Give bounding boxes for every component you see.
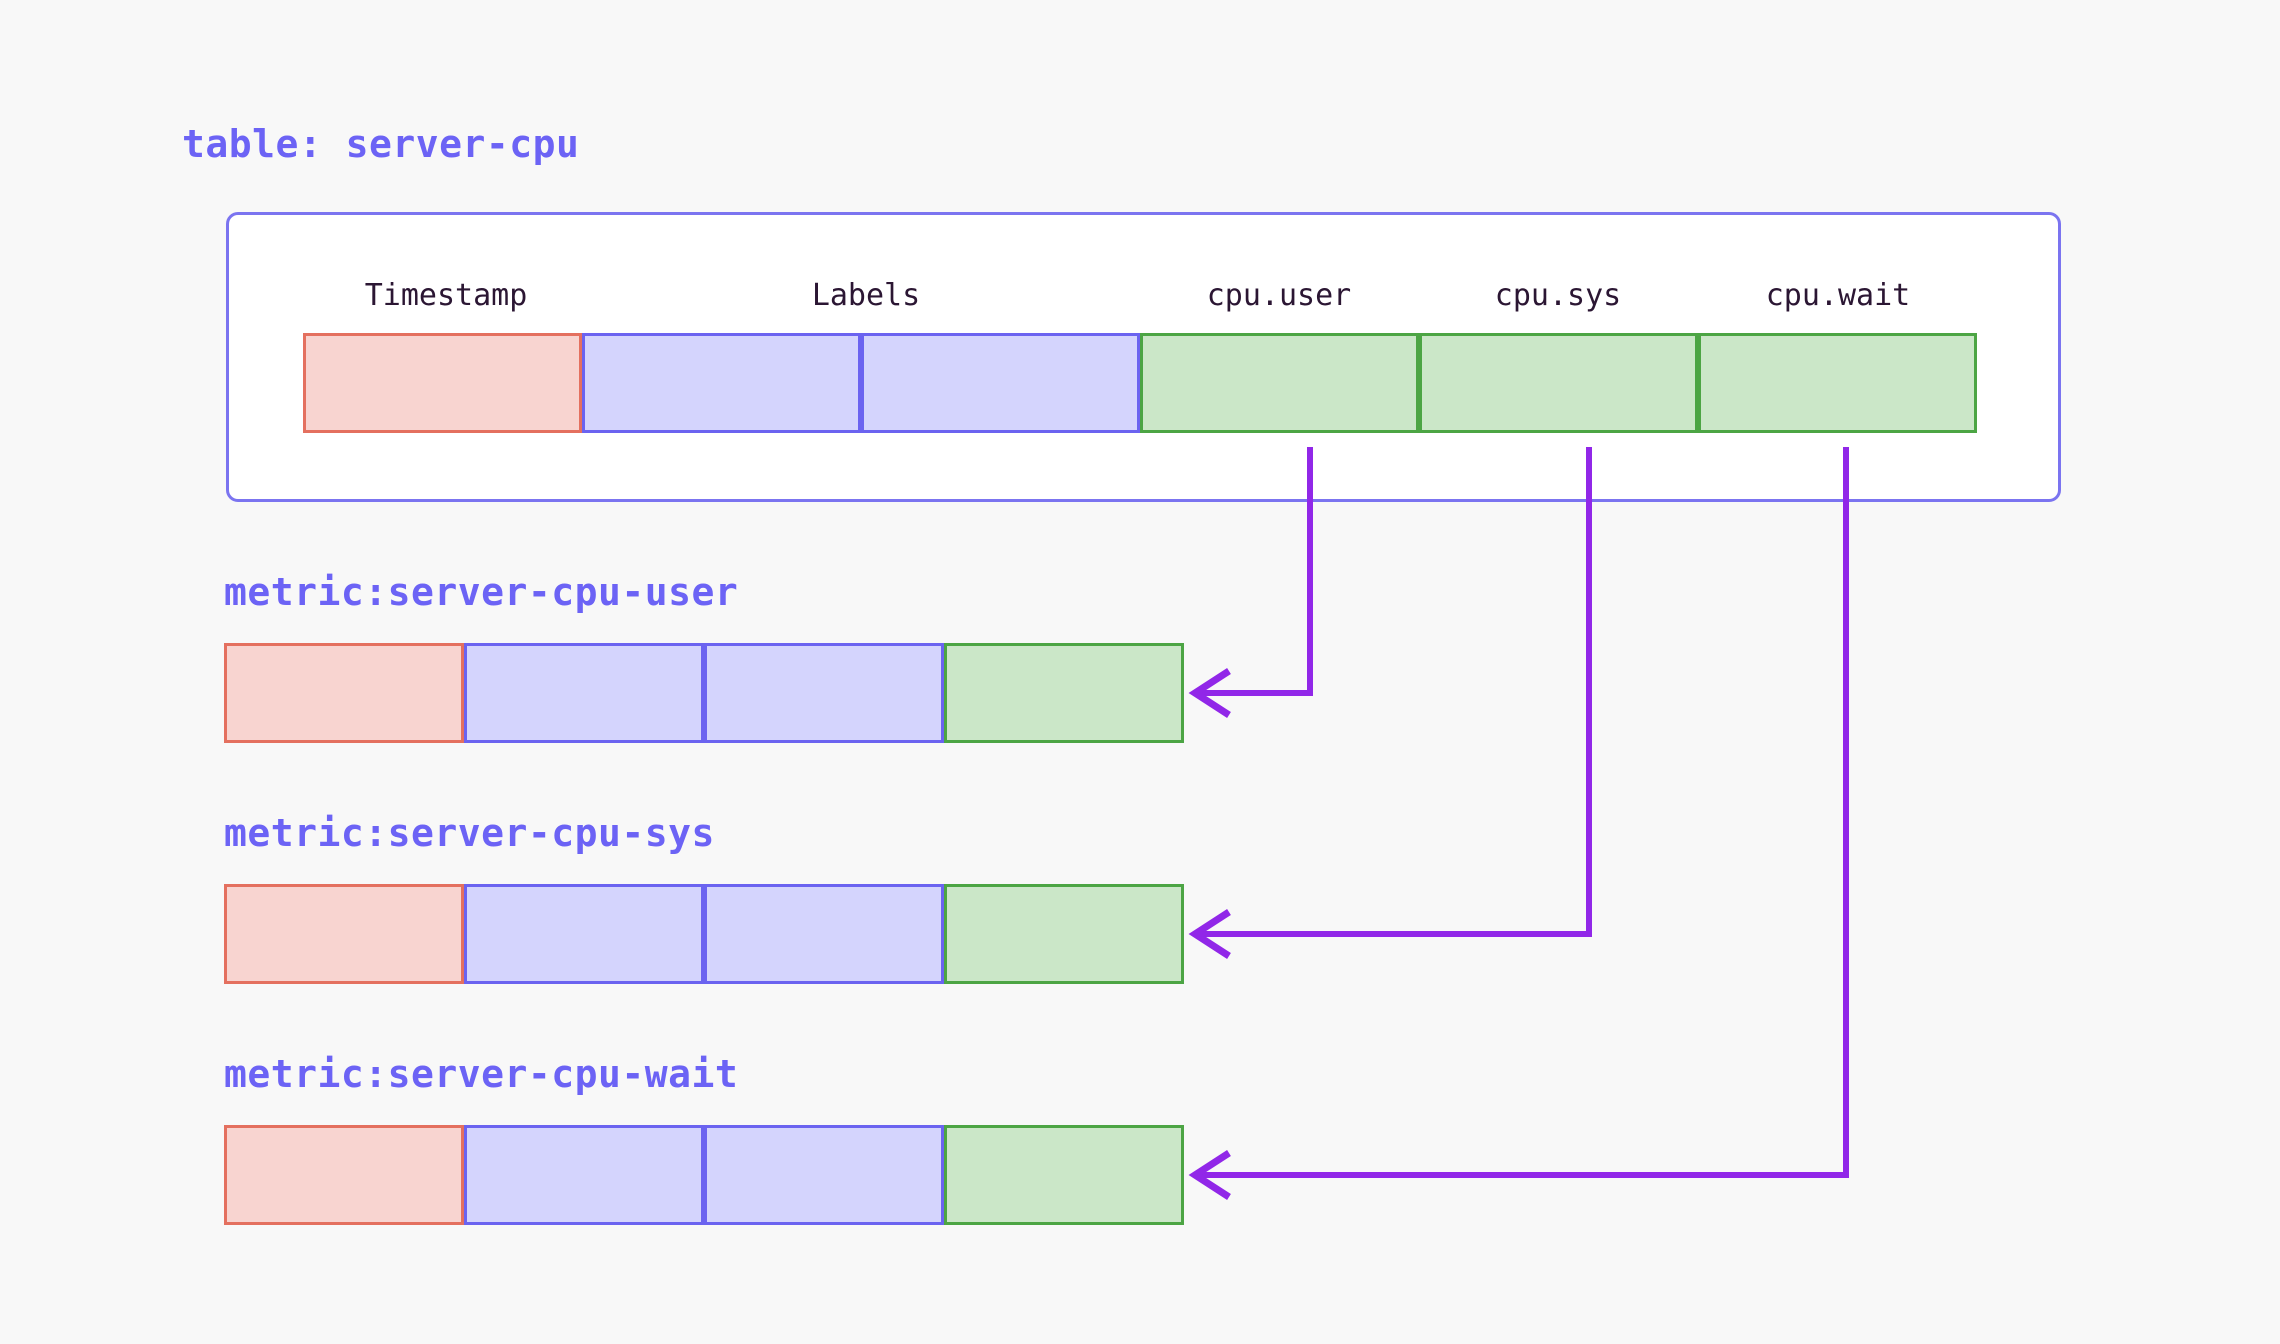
- metric-0-cell-pink-0: [224, 643, 464, 743]
- table-cell-green-4: [1419, 333, 1698, 433]
- page-title: table: server-cpu: [182, 122, 580, 166]
- table-cell-green-5: [1698, 333, 1977, 433]
- connector-cpu-wait-to-metric: [1188, 447, 1849, 1200]
- metric-title-1: metric:server-cpu-sys: [224, 811, 715, 855]
- connector-cpu-sys-to-metric: [1188, 447, 1592, 959]
- metric-1-cell-pink-0: [224, 884, 464, 984]
- table-cell-lav-2: [861, 333, 1140, 433]
- column-header-labels-1: Labels: [811, 278, 921, 313]
- column-header-metric-column-4: cpu.wait: [1765, 278, 1911, 313]
- column-header-metric-column-2: cpu.user: [1206, 278, 1352, 313]
- table-cell-green-3: [1140, 333, 1419, 433]
- column-header-timestamp-0: Timestamp: [364, 278, 528, 313]
- column-header-metric-column-3: cpu.sys: [1494, 278, 1622, 313]
- metric-2-cell-green-3: [944, 1125, 1184, 1225]
- table-cell-lav-1: [582, 333, 861, 433]
- metric-2-cell-pink-0: [224, 1125, 464, 1225]
- metric-2-cell-lav-2: [704, 1125, 944, 1225]
- table-cell-pink-0: [303, 333, 582, 433]
- metric-1-cell-green-3: [944, 884, 1184, 984]
- metric-title-0: metric:server-cpu-user: [224, 570, 739, 614]
- metric-title-2: metric:server-cpu-wait: [224, 1052, 739, 1096]
- metric-0-cell-lav-2: [704, 643, 944, 743]
- metric-2-cell-lav-1: [464, 1125, 704, 1225]
- metric-1-cell-lav-1: [464, 884, 704, 984]
- metric-1-cell-lav-2: [704, 884, 944, 984]
- metric-0-cell-lav-1: [464, 643, 704, 743]
- metric-0-cell-green-3: [944, 643, 1184, 743]
